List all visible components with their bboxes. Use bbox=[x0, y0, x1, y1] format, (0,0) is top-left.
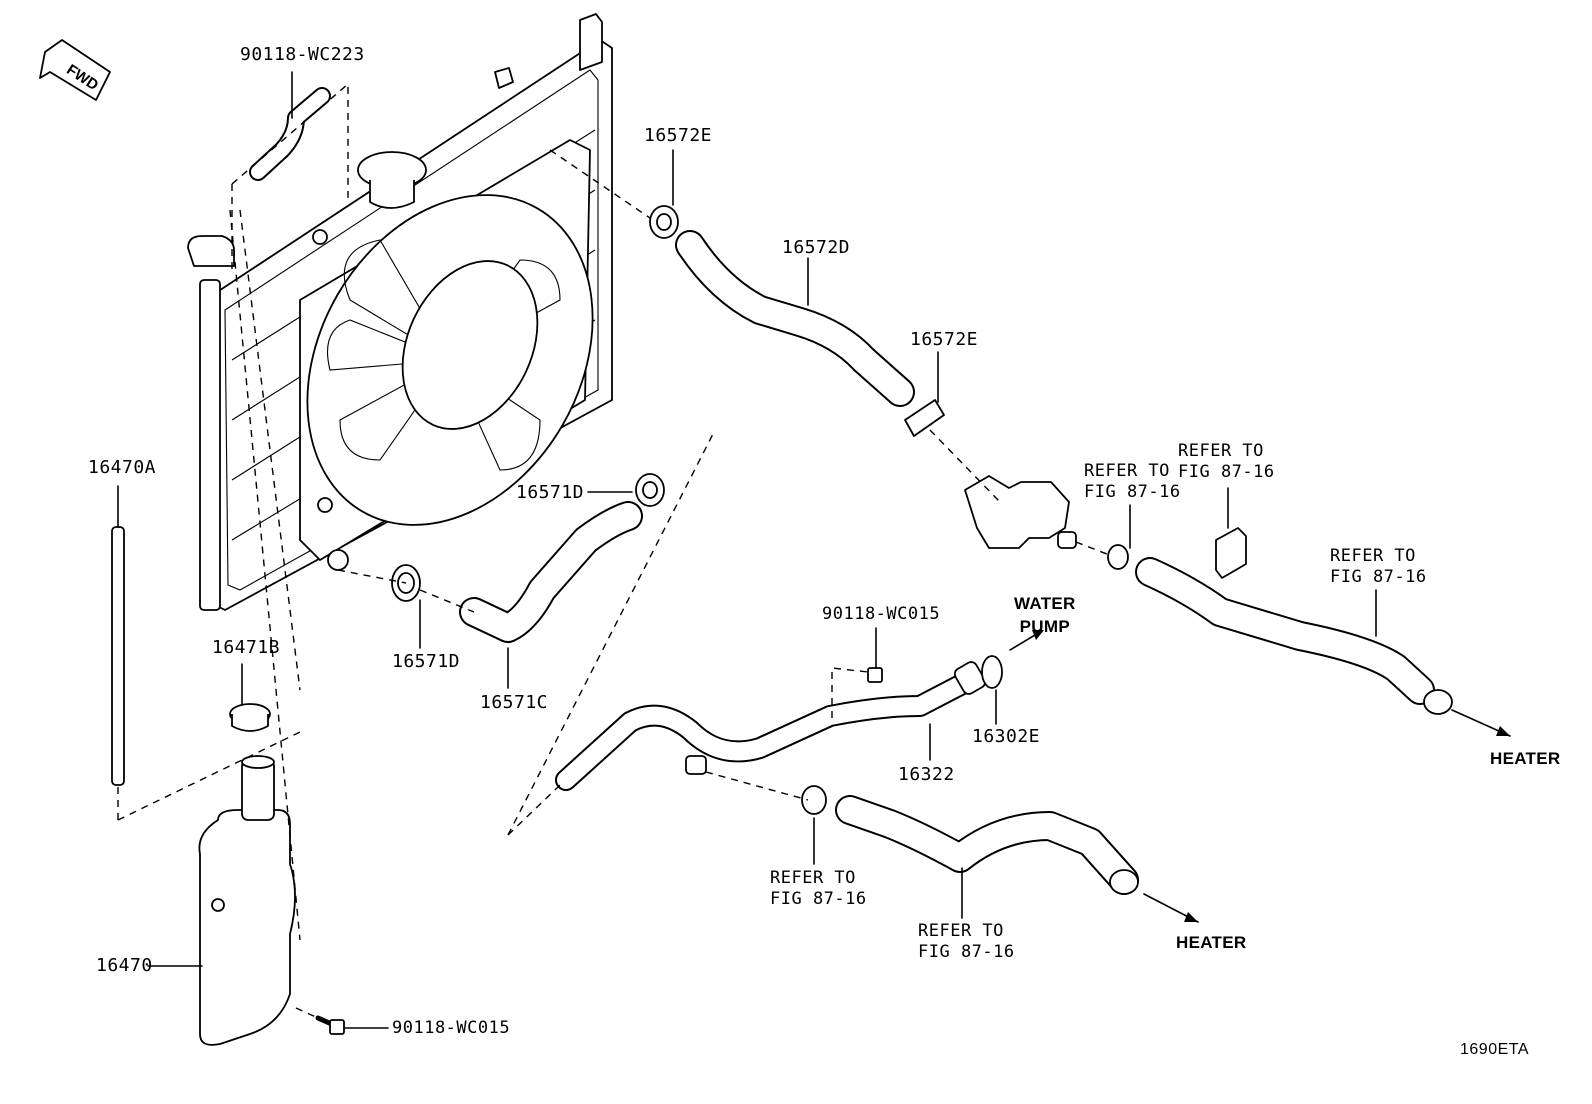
reservoir-tank-16470 bbox=[147, 755, 296, 1046]
lower-hose-group bbox=[391, 473, 665, 689]
label-16302e: 16302E bbox=[972, 726, 1041, 747]
heater-label-right: HEATER bbox=[1490, 749, 1561, 768]
water-pipe-16322 bbox=[555, 627, 1044, 791]
refer-to-fig-1: REFER TO FIG 87-16 bbox=[1084, 461, 1181, 502]
label-16571d-bottom: 16571D bbox=[392, 651, 461, 672]
upper-hose-group bbox=[649, 149, 945, 437]
figure-code: 1690ETA bbox=[1460, 1041, 1530, 1058]
reservoir-cap-16471b bbox=[229, 663, 271, 732]
refer-to-fig-2: REFER TO FIG 87-16 bbox=[1178, 441, 1275, 482]
water-pump-label: WATER PUMP bbox=[1014, 594, 1076, 636]
overflow-hose-16470a bbox=[111, 485, 125, 786]
label-16470a: 16470A bbox=[88, 457, 157, 478]
fwd-arrow-icon: FWD bbox=[39, 39, 111, 101]
hose-clip bbox=[1215, 487, 1247, 579]
label-90118-wc015-mid: 90118-WC015 bbox=[822, 604, 941, 624]
refer-to-fig-3: REFER TO FIG 87-16 bbox=[1330, 546, 1427, 587]
dashed-leader-lines bbox=[117, 82, 1113, 1019]
label-16471b: 16471B bbox=[212, 637, 281, 658]
label-90118-wc223: 90118-WC223 bbox=[240, 44, 365, 65]
label-16571d-top: 16571D bbox=[516, 482, 585, 503]
heater-label-bottom: HEATER bbox=[1176, 933, 1247, 952]
refer-to-fig-5: REFER TO FIG 87-16 bbox=[918, 921, 1015, 962]
label-16572e-top: 16572E bbox=[644, 125, 713, 146]
thermostat-housing bbox=[964, 475, 1131, 570]
radiator-assembly bbox=[187, 13, 613, 611]
label-90118-wc015-bottom: 90118-WC015 bbox=[392, 1018, 511, 1038]
hose-90118-wc223 bbox=[249, 71, 331, 181]
label-16571c: 16571C bbox=[480, 692, 549, 713]
label-16322: 16322 bbox=[898, 764, 955, 785]
refer-to-fig-4: REFER TO FIG 87-16 bbox=[770, 868, 867, 909]
label-16572d: 16572D bbox=[782, 237, 851, 258]
bolt-90118-wc015-bottom bbox=[315, 1015, 389, 1035]
label-16572e-mid: 16572E bbox=[910, 329, 979, 350]
label-16470: 16470 bbox=[96, 955, 153, 976]
heater-hose-lower bbox=[801, 785, 1199, 923]
heater-hose-upper bbox=[1135, 557, 1511, 737]
